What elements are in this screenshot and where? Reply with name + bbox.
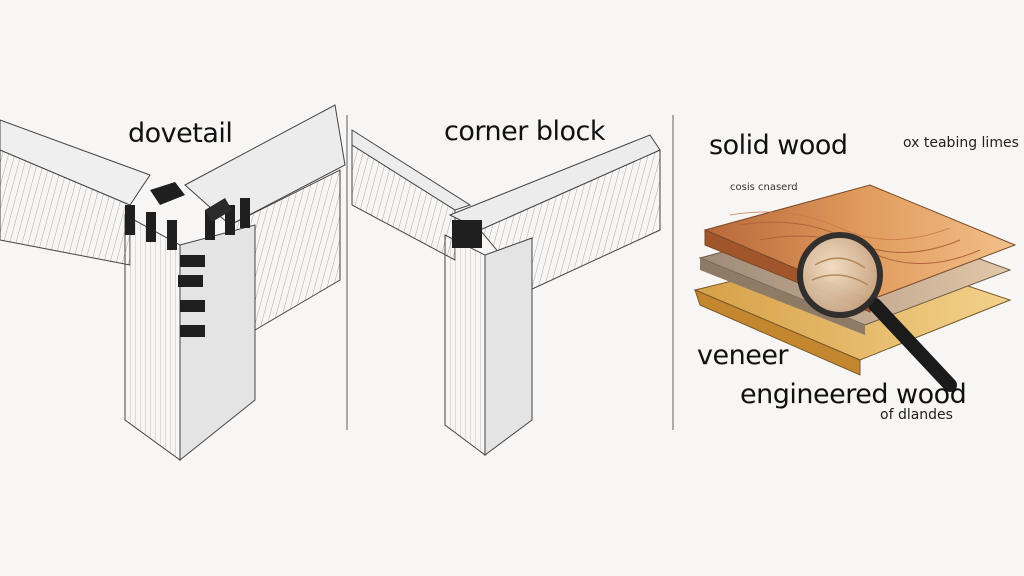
engineered-wood-sub-label: of dlandes [880, 407, 953, 423]
solid-wood-label: solid wood [709, 130, 848, 161]
corner-block-sketch [351, 129, 661, 456]
engineered-wood-label: engineered wood [740, 379, 967, 410]
dovetail-label: dovetail [128, 118, 233, 149]
corner-block-label: corner block [444, 116, 606, 147]
dovetail-joint-sketch [0, 104, 346, 462]
veneer-label: veneer [697, 340, 789, 371]
small-note-label: cosis cnaserd [730, 182, 798, 193]
top-right-note-label: ox teabing limes [903, 135, 1019, 151]
magnifying-glass-icon [797, 232, 957, 392]
